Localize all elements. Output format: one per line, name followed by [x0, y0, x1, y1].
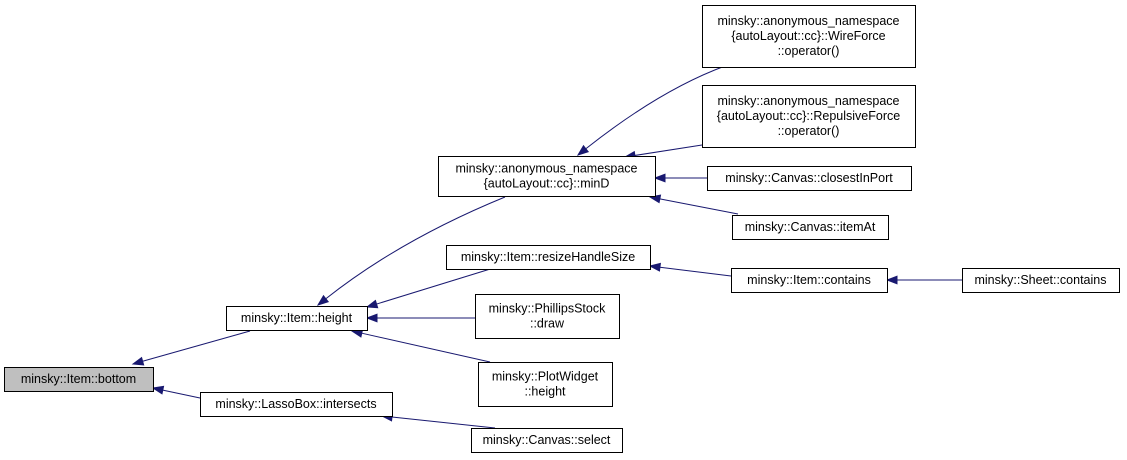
node-label: minsky::PlotWidget	[492, 370, 599, 384]
edge-line	[325, 196, 506, 300]
arrowhead	[131, 356, 145, 366]
edge-line	[361, 332, 491, 363]
nodes-layer: minsky::Item::bottom minsky::Item::height…	[4, 5, 1120, 453]
node-box	[471, 428, 623, 453]
arrowhead	[576, 144, 590, 156]
node-box	[475, 294, 620, 339]
node-closest[interactable]: minsky::Canvas::closestInPort	[707, 166, 912, 191]
edge-line	[142, 330, 251, 362]
node-box	[226, 306, 368, 331]
edge-line	[376, 265, 501, 305]
node-label: minsky::Item::bottom	[21, 372, 136, 386]
node-contains[interactable]: minsky::Item::contains	[731, 268, 888, 293]
node-box	[4, 367, 154, 392]
node-height[interactable]: minsky::Item::height	[226, 306, 368, 331]
arrowhead	[316, 294, 330, 306]
node-label: minsky::LassoBox::intersects	[215, 397, 376, 411]
node-plot[interactable]: minsky::PlotWidget::height	[478, 362, 613, 407]
arrowhead	[653, 173, 666, 183]
node-box	[200, 392, 393, 417]
node-label: ::operator()	[778, 44, 840, 58]
node-label: minsky::Item::contains	[747, 273, 871, 287]
node-bottom[interactable]: minsky::Item::bottom	[4, 367, 154, 392]
node-box	[438, 156, 656, 197]
edge-line	[659, 198, 739, 215]
node-label: minsky::Canvas::closestInPort	[725, 171, 893, 185]
edge-contains-to-resize	[648, 262, 732, 277]
edge-sheet-to-contains	[885, 275, 962, 285]
node-box	[732, 215, 889, 240]
node-box	[962, 268, 1120, 293]
node-label: minsky::anonymous_namespace	[455, 162, 637, 176]
node-sheet[interactable]: minsky::Sheet::contains	[962, 268, 1120, 293]
edge-minD-to-height	[316, 196, 506, 306]
edge-resize-to-height	[365, 265, 501, 309]
edge-select-to-lasso	[380, 412, 496, 429]
node-box	[702, 5, 916, 68]
node-label: minsky::Item::height	[241, 311, 353, 325]
edge-line	[585, 65, 726, 150]
node-label: minsky::Item::resizeHandleSize	[461, 250, 635, 264]
node-label: ::draw	[530, 317, 565, 331]
node-label: ::operator()	[778, 124, 840, 138]
arrowhead	[648, 262, 661, 272]
edge-plot-to-height	[350, 328, 491, 363]
arrowhead	[151, 385, 165, 395]
edge-line	[391, 416, 496, 429]
edge-lasso-to-bottom	[151, 385, 201, 399]
node-label: minsky::anonymous_namespace	[717, 94, 899, 108]
edge-height-to-bottom	[131, 330, 251, 366]
node-box	[731, 268, 888, 293]
node-itemAt[interactable]: minsky::Canvas::itemAt	[732, 215, 889, 240]
node-label: {autoLayout::cc}::minD	[484, 177, 610, 191]
edge-itemAt-to-minD	[648, 194, 739, 215]
edge-line	[659, 266, 732, 277]
node-box	[702, 85, 916, 148]
node-label: minsky::Canvas::itemAt	[745, 220, 876, 234]
node-label: {autoLayout::cc}::WireForce	[731, 29, 885, 43]
edge-line	[634, 144, 703, 156]
node-label: minsky::PhillipsStock	[489, 302, 606, 316]
node-phillips[interactable]: minsky::PhillipsStock::draw	[475, 294, 620, 339]
node-label: ::height	[524, 385, 566, 399]
arrowhead	[365, 313, 378, 323]
node-minD[interactable]: minsky::anonymous_namespace{autoLayout::…	[438, 156, 656, 197]
node-label: minsky::Sheet::contains	[974, 273, 1106, 287]
node-repulsive[interactable]: minsky::anonymous_namespace{autoLayout::…	[702, 85, 916, 148]
node-label: minsky::Canvas::select	[483, 433, 611, 447]
node-box	[707, 166, 912, 191]
edge-line	[162, 389, 201, 399]
node-lasso[interactable]: minsky::LassoBox::intersects	[200, 392, 393, 417]
edge-closest-to-minD	[653, 173, 707, 183]
arrowhead	[365, 299, 379, 309]
node-label: minsky::anonymous_namespace	[717, 14, 899, 28]
node-wire[interactable]: minsky::anonymous_namespace{autoLayout::…	[702, 5, 916, 68]
node-select[interactable]: minsky::Canvas::select	[471, 428, 623, 453]
node-resize[interactable]: minsky::Item::resizeHandleSize	[446, 245, 651, 270]
node-label: {autoLayout::cc}::RepulsiveForce	[717, 109, 900, 123]
node-box	[446, 245, 651, 270]
node-box	[478, 362, 613, 407]
arrowhead	[885, 275, 898, 285]
edge-wire-to-minD	[576, 65, 726, 156]
edge-phillips-to-height	[365, 313, 475, 323]
